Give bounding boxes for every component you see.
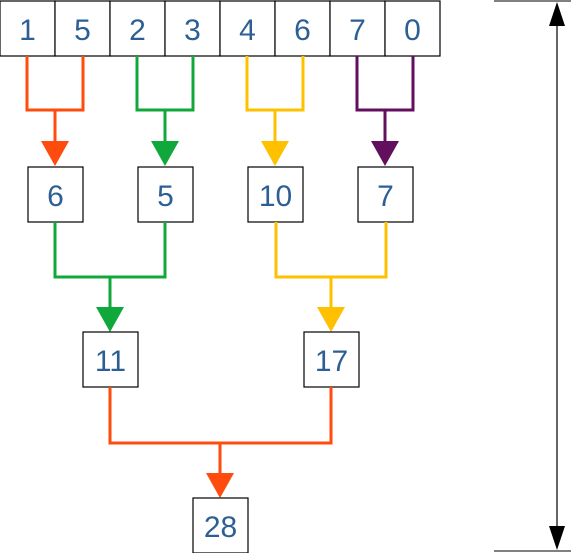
level2-connectors [108,387,333,474]
input-value-6: 7 [349,14,366,47]
level2-value-1: 17 [315,345,348,378]
connector-orange-pair [25,56,85,112]
connector-yellow-level1 [274,222,388,279]
level1-value-1: 5 [157,180,174,213]
input-array: 1 5 2 3 4 6 7 0 [0,0,441,57]
connector-purple-pair [355,56,415,112]
depth-axis [494,0,571,552]
connector-yellow-pair [245,56,305,112]
level1-box-0 [27,166,84,223]
arrowhead-orange-icon [41,141,69,166]
level0-arrowheads [41,141,399,166]
input-value-3: 3 [184,14,201,47]
result-box [192,497,249,553]
input-cell-6 [329,0,386,57]
level1-value-0: 6 [47,180,64,213]
level1-sums: 6 5 10 7 [27,166,414,223]
arrowhead-yellow-level1-icon [317,307,345,332]
input-cell-4 [219,0,276,57]
level1-box-3 [357,166,414,223]
arrowhead-orange-level2-icon [206,473,234,498]
input-value-2: 2 [129,14,146,47]
level2-box-1 [303,331,360,388]
arrow-up-icon [549,2,565,26]
arrowhead-green-icon [151,141,179,166]
level2-box-0 [82,331,139,388]
level1-value-3: 7 [377,180,394,213]
level1-box-2 [247,166,304,223]
level1-value-2: 10 [259,180,292,213]
arrow-down-icon [549,526,565,550]
arrowhead-green-level1-icon [96,307,124,332]
level2-value-0: 11 [95,345,126,378]
level1-connectors [53,222,388,308]
input-value-7: 0 [404,14,421,47]
input-cell-1 [54,0,111,57]
connector-green-level1 [53,222,167,279]
input-cell-7 [384,0,441,57]
arrowhead-yellow-icon [261,141,289,166]
level0-connectors [25,56,415,142]
input-value-0: 1 [19,14,36,47]
result-value: 28 [204,511,237,544]
input-value-1: 5 [74,14,91,47]
level1-arrowheads [96,307,345,332]
input-value-5: 6 [294,14,311,47]
connector-orange-level2 [108,387,333,445]
arrowhead-purple-icon [371,141,399,166]
connector-green-pair [135,56,195,112]
level2-sums: 11 17 [82,331,360,388]
input-value-4: 4 [239,14,256,47]
result-sum: 28 [192,497,249,553]
input-cell-3 [164,0,221,57]
